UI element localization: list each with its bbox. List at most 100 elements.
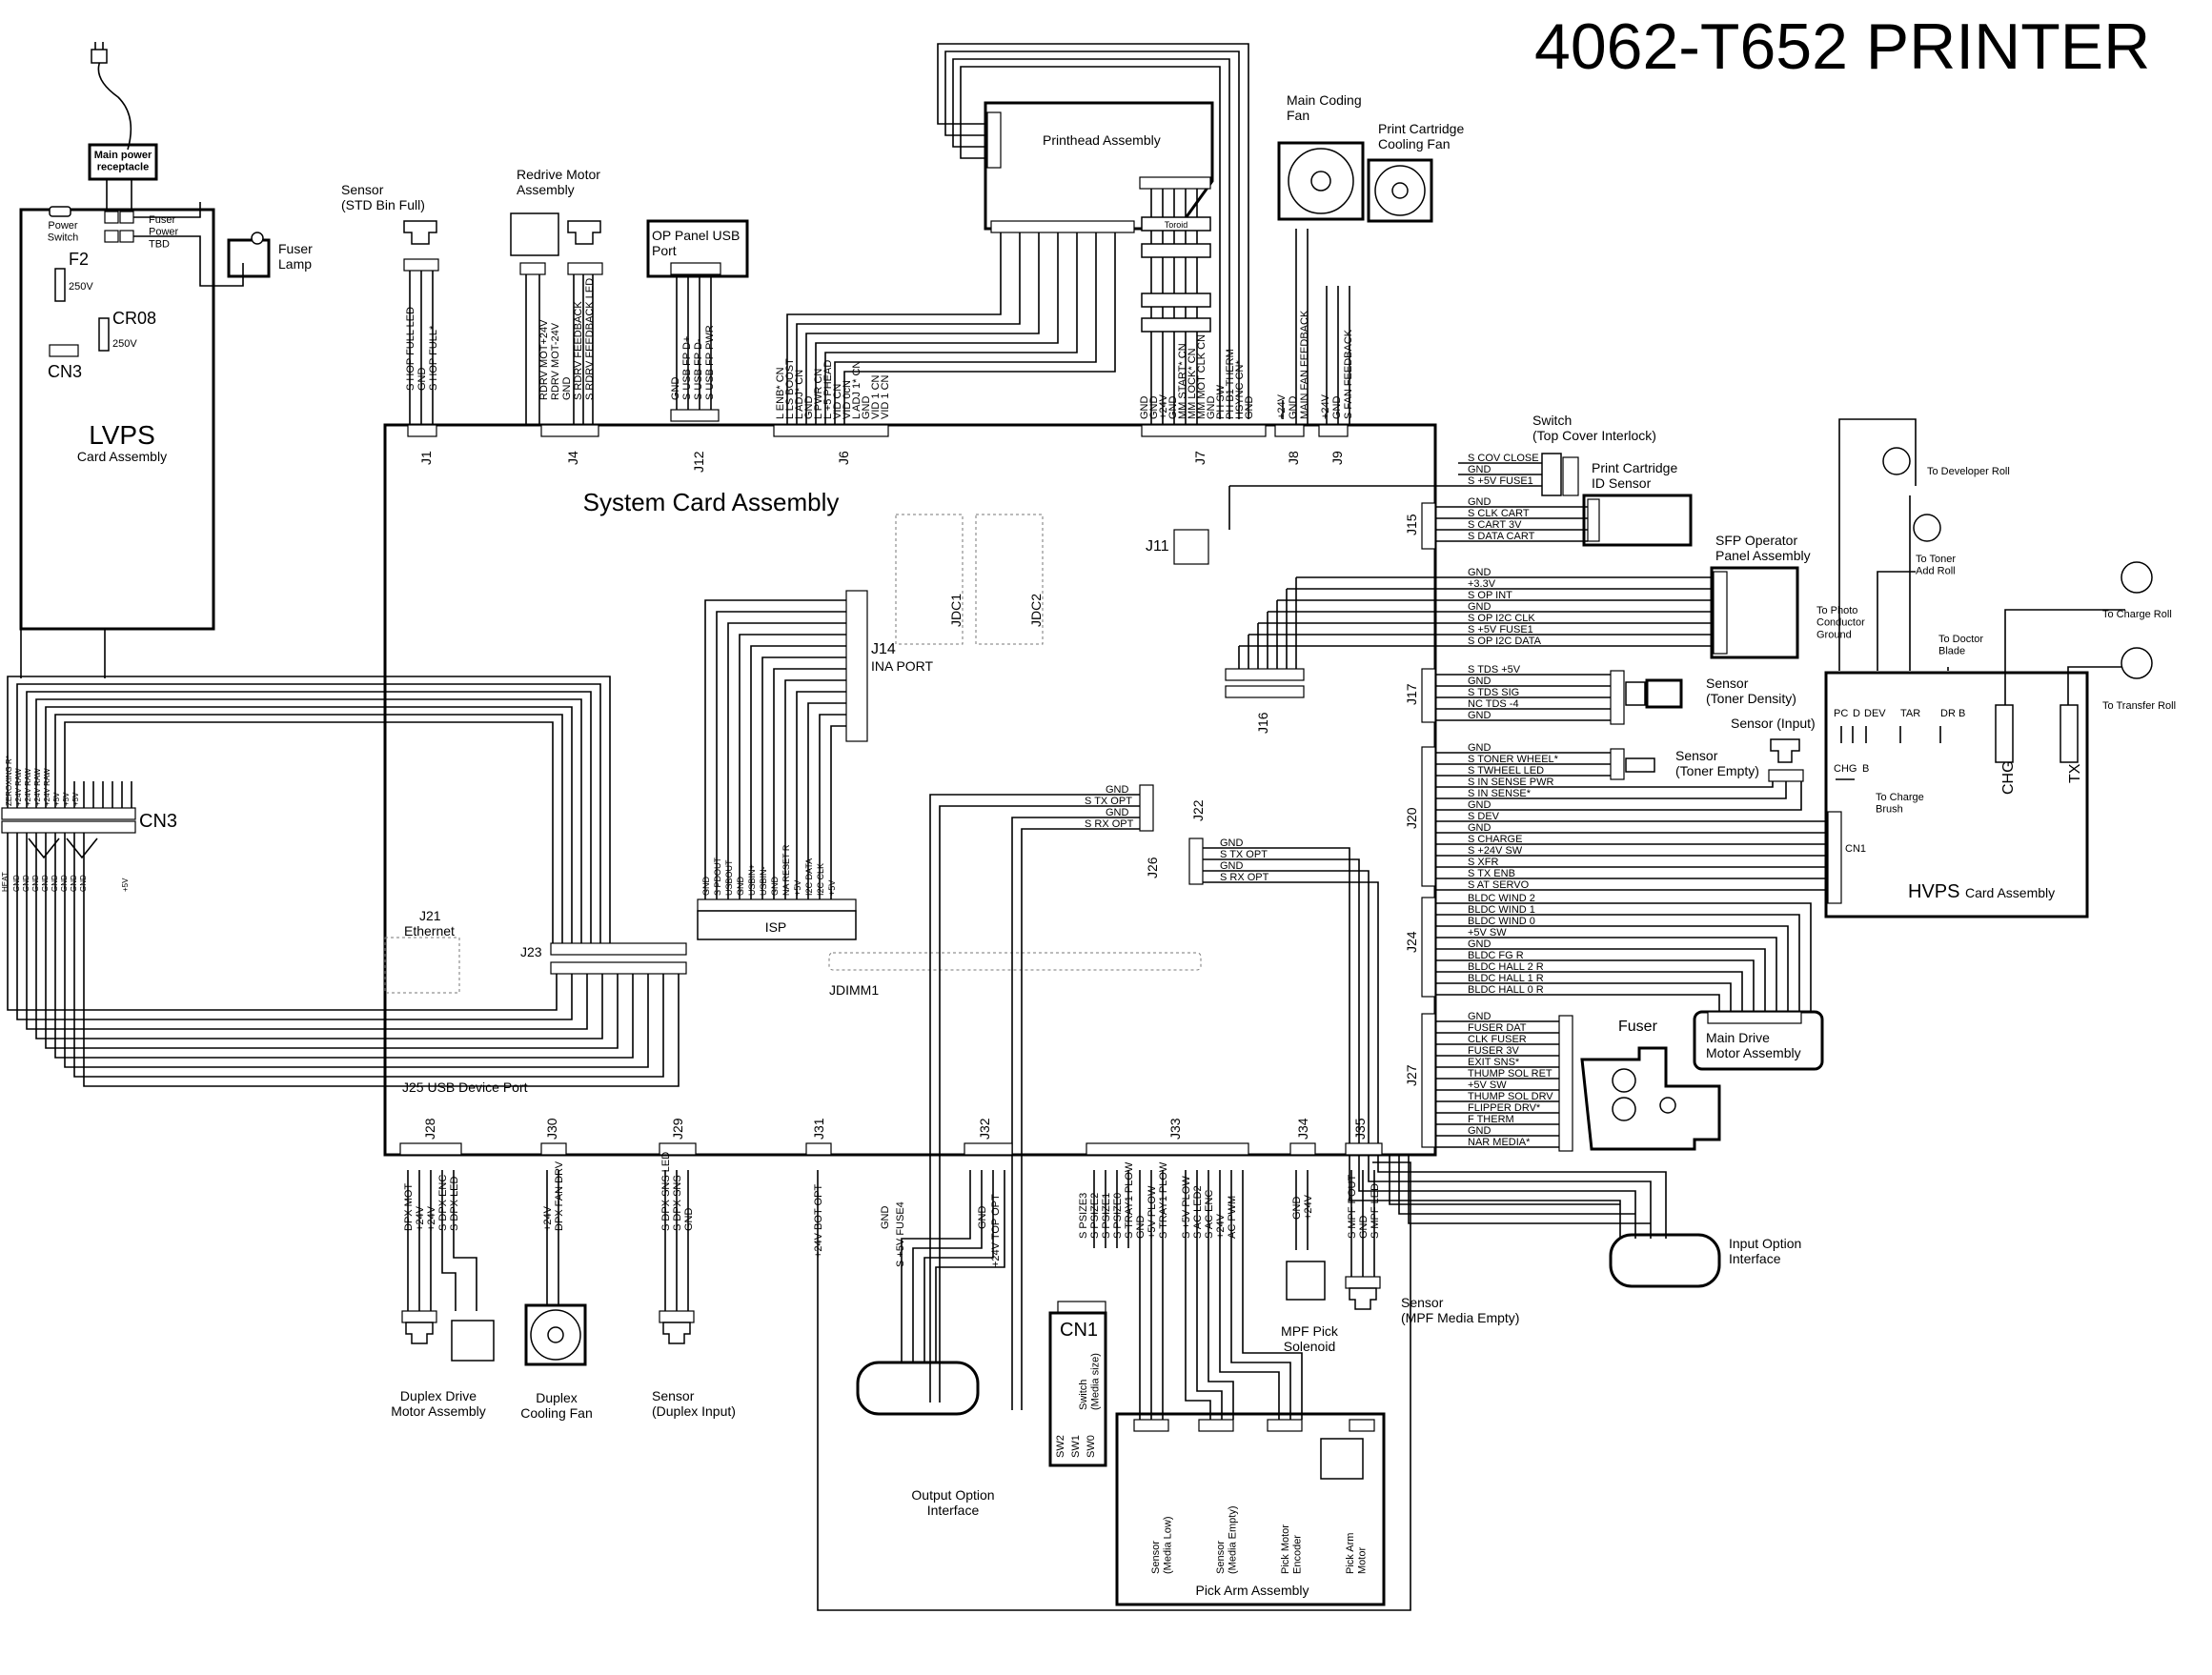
sig-j32-0: GND [880, 1206, 891, 1230]
sig-j6-11: VID 1 CN [880, 374, 891, 419]
sensor-duplex-label: Sensor(Duplex Input) [652, 1388, 736, 1419]
sig-cn3-12: GND [41, 875, 50, 892]
top-signal-labels: S HOP FULL LED GND S HOP FULL* RDRV MOT+… [405, 278, 1354, 419]
sig-j4-4: S RDRV FEEDBACK LED [584, 278, 596, 400]
sig-j35-0: S MPF POUT [1347, 1174, 1358, 1239]
toroid-label: Toroid [1165, 220, 1188, 230]
sig-j27-0: GND [1468, 1011, 1492, 1022]
printhead-assembly: Printhead Assembly [786, 43, 1249, 425]
cn3-signal-labels: ZEROXING R* +24V RAW +24V RAW +24V RAW +… [1, 756, 130, 892]
connector-j28: J28 [422, 1118, 437, 1140]
media-low-label: Sensor(Media Low) [1150, 1516, 1174, 1574]
hvps-d: D [1853, 708, 1860, 719]
hvps-tx: TX [2067, 763, 2083, 783]
cr08-label: CR08 [112, 309, 156, 328]
sig-j28-2: +24V [426, 1205, 437, 1231]
sig-cn3-15: GND [70, 875, 78, 892]
main-power-receptacle [88, 143, 158, 181]
sig-sfp-3: GND [1468, 601, 1492, 613]
connector-j17: J17 [1404, 683, 1419, 705]
sig-cn3-4: +24V RAW [43, 768, 51, 806]
sig-j17-4: GND [1468, 710, 1492, 721]
sig-j7-11: GND [1244, 396, 1255, 420]
sig-j9-0: +24V [1320, 394, 1331, 419]
connector-j24: J24 [1404, 931, 1419, 953]
sig-isp-3: GND [736, 877, 745, 897]
printhead-label: Printhead Assembly [1043, 132, 1161, 148]
sig-j7-8: PH SW [1215, 384, 1227, 419]
bottom-connectors: J28 J30 J29 J31 J32 J33 J34 J35 [399, 1118, 1383, 1156]
connector-j15: J15 [1404, 514, 1419, 535]
fuser-lamp-icon [227, 238, 271, 278]
sensor-toner-empty-label: Sensor(Toner Empty) [1675, 748, 1759, 778]
lvps-subtitle: Card Assembly [77, 449, 167, 464]
cn3-harness: CN3 [1, 676, 680, 1087]
pick-arm-motor-label: Pick ArmMotor [1345, 1533, 1369, 1574]
sig-j35-1: GND [1358, 1216, 1370, 1240]
sig-cart-2: S CART 3V [1468, 519, 1522, 531]
sig-j20-0: GND [1468, 742, 1492, 754]
sig-j27-11: NAR MEDIA* [1468, 1137, 1531, 1148]
sig-cn3-7: +5V [71, 792, 80, 806]
sig-j20-3: S IN SENSE PWR [1468, 777, 1554, 788]
sig-j24-1: BLDC WIND 1 [1468, 904, 1535, 916]
sig-j31-0: +24V BOT OPT [813, 1184, 824, 1258]
connector-j30: J30 [544, 1118, 559, 1140]
isp-header: ISP [697, 898, 857, 940]
switch-cover-label: Switch(Top Cover Interlock) [1532, 413, 1656, 443]
sig-j28-0: DPX MOT [403, 1183, 415, 1231]
sig-j7-9: PH B1 THERM [1225, 349, 1236, 419]
sig-j24-6: BLDC HALL 2 R [1468, 961, 1544, 973]
sig-j29-0: S DPX SNS LED [660, 1152, 672, 1231]
hvps-chg-b: CHG [1834, 763, 1857, 775]
sig-j20-5: GND [1468, 799, 1492, 811]
sig-j6-9: GND [861, 396, 872, 420]
sig-j34-0: GND [1291, 1197, 1303, 1221]
sig-j33-2: S PSIZE1 [1101, 1193, 1112, 1239]
switch-media-label: Switch(Media size) [1078, 1353, 1102, 1410]
sig-j27-1: FUSER DAT [1468, 1022, 1527, 1034]
sig-isp-5: USBIN- [759, 866, 768, 896]
sig-j33-11: +24V [1215, 1213, 1227, 1239]
sig-j7-3: GND [1167, 396, 1179, 420]
sig-j27-5: THUMP SOL RET [1468, 1068, 1552, 1080]
sig-j8-0: +24V [1276, 394, 1288, 419]
hvps-b: B [1862, 763, 1869, 775]
sig-j28-1: +24V [415, 1205, 426, 1231]
sig-j6-8: L ADJ 1* CN [851, 361, 862, 419]
connector-j6: J6 [836, 451, 851, 465]
media-empty-label: Sensor(Media Empty) [1215, 1505, 1239, 1574]
sensor-mpf-media-empty: Sensor(MPF Media Empty) [1345, 1276, 1519, 1325]
sig-j20-10: S XFR [1468, 857, 1498, 868]
connector-j7: J7 [1192, 451, 1207, 465]
sig-j28-4: S DPX LED [449, 1176, 460, 1231]
connector-j1: J1 [418, 451, 434, 465]
sig-j26-1: S TX OPT [1220, 849, 1268, 860]
sig-j24-5: BLDC FG R [1468, 950, 1524, 961]
sig-j33-5: GND [1135, 1216, 1147, 1240]
sig-cn3-16: GND [79, 875, 88, 892]
pick-encoder-label: Pick MotorEncoder [1280, 1524, 1304, 1574]
sig-j12-2: S USB FP D- [693, 338, 704, 400]
connector-j33: J33 [1167, 1118, 1183, 1140]
sig-j33-1: S PSIZE2 [1089, 1193, 1101, 1239]
sig-isp-6: GND [770, 877, 780, 897]
j23-label: J23 [520, 944, 542, 959]
sig-j24-3: +5V SW [1468, 927, 1507, 938]
sig-j20-9: S +24V SW [1468, 845, 1523, 857]
sig-j20-12: S AT SERVO [1468, 879, 1530, 891]
sig-sfp-6: S OP I2C DATA [1468, 636, 1542, 647]
sig-j9-1: GND [1331, 396, 1343, 420]
sig-j12-3: S USB FP PWR [704, 325, 716, 400]
sig-j28-3: S DPX ENC [437, 1175, 449, 1231]
to-transfer-label: To Transfer Roll [2102, 700, 2176, 712]
sig-j33-12: AC PWM [1227, 1196, 1238, 1239]
